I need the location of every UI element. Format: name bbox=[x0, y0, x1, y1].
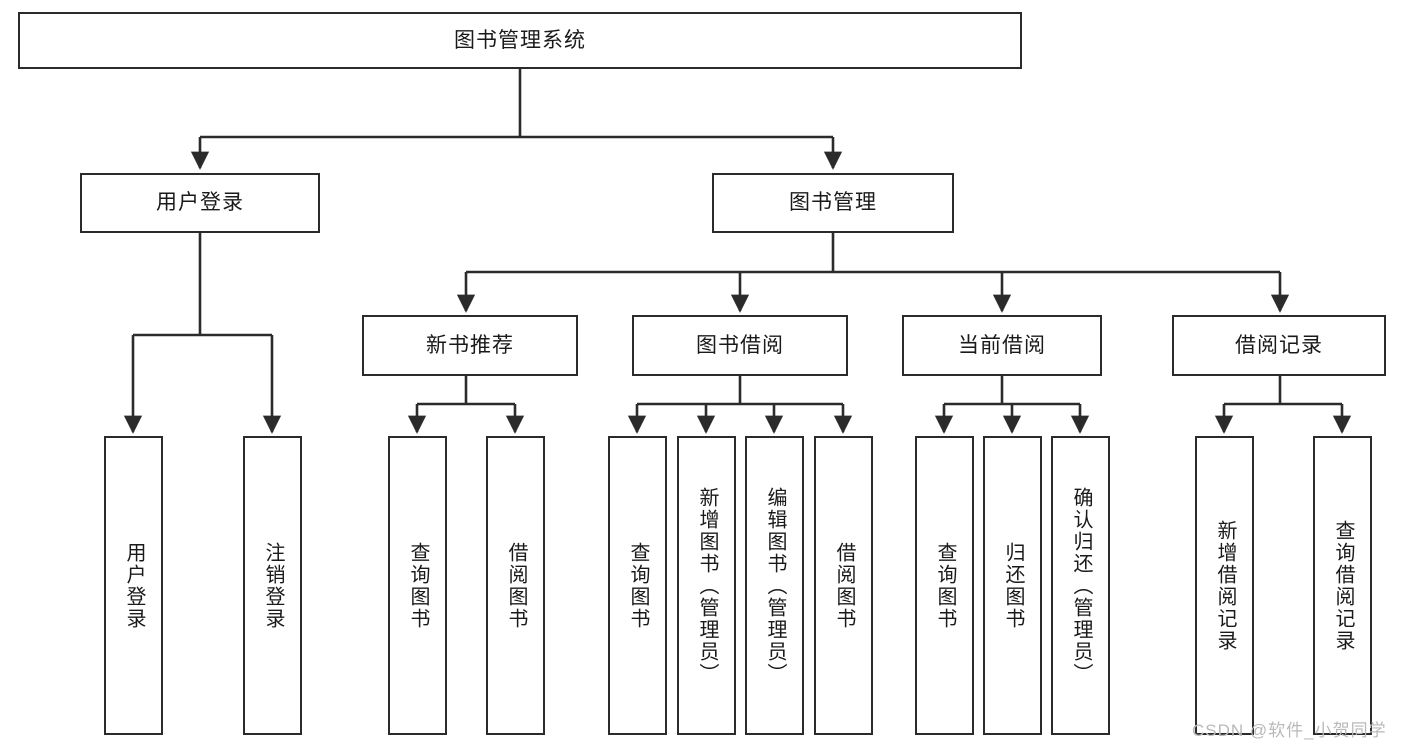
node-label: 查询图书 bbox=[934, 541, 956, 630]
node-leaf-query-book-2[interactable]: 查询图书 bbox=[608, 436, 667, 735]
node-label: 图书借阅 bbox=[696, 333, 784, 357]
node-label: 用户登录 bbox=[156, 191, 244, 215]
node-leaf-logout-login[interactable]: 注销登录 bbox=[243, 436, 302, 735]
node-borrow-record[interactable]: 借阅记录 bbox=[1172, 315, 1386, 376]
node-leaf-edit-book-admin[interactable]: 编辑图书（管理员） bbox=[745, 436, 804, 735]
node-leaf-confirm-return-admin[interactable]: 确认归还（管理员） bbox=[1051, 436, 1110, 735]
watermark-text: CSDN @软件_小贺同学 bbox=[1192, 721, 1387, 740]
node-book-management-system[interactable]: 图书管理系统 bbox=[18, 12, 1022, 69]
node-leaf-borrow-book-1[interactable]: 借阅图书 bbox=[486, 436, 545, 735]
node-leaf-add-borrow-record[interactable]: 新增借阅记录 bbox=[1195, 436, 1254, 735]
node-label: 新增借阅记录 bbox=[1214, 519, 1236, 652]
node-label: 注销登录 bbox=[262, 541, 284, 630]
node-leaf-query-book-3[interactable]: 查询图书 bbox=[915, 436, 974, 735]
node-label: 当前借阅 bbox=[958, 333, 1046, 357]
node-label: 确认归还（管理员） bbox=[1070, 486, 1092, 685]
node-leaf-user-login[interactable]: 用户登录 bbox=[104, 436, 163, 735]
node-leaf-add-book-admin[interactable]: 新增图书（管理员） bbox=[677, 436, 736, 735]
node-new-book-recommend[interactable]: 新书推荐 bbox=[362, 315, 578, 376]
node-leaf-query-book-1[interactable]: 查询图书 bbox=[388, 436, 447, 735]
node-label: 编辑图书（管理员） bbox=[764, 486, 786, 685]
node-label: 用户登录 bbox=[123, 541, 145, 630]
node-leaf-return-book[interactable]: 归还图书 bbox=[983, 436, 1042, 735]
node-label: 图书管理系统 bbox=[454, 28, 586, 52]
node-book-manage[interactable]: 图书管理 bbox=[712, 173, 954, 233]
node-label: 借阅图书 bbox=[505, 541, 527, 630]
node-book-borrow[interactable]: 图书借阅 bbox=[632, 315, 848, 376]
node-leaf-borrow-book-2[interactable]: 借阅图书 bbox=[814, 436, 873, 735]
node-label: 查询借阅记录 bbox=[1332, 519, 1354, 652]
node-current-borrow[interactable]: 当前借阅 bbox=[902, 315, 1102, 376]
node-label: 查询图书 bbox=[407, 541, 429, 630]
node-label: 新增图书（管理员） bbox=[696, 486, 718, 685]
node-leaf-query-borrow-record[interactable]: 查询借阅记录 bbox=[1313, 436, 1372, 735]
node-label: 查询图书 bbox=[627, 541, 649, 630]
node-label: 新书推荐 bbox=[426, 333, 514, 357]
node-label: 借阅记录 bbox=[1235, 333, 1323, 357]
node-label: 归还图书 bbox=[1002, 541, 1024, 630]
node-label: 图书管理 bbox=[789, 191, 877, 215]
node-user-login[interactable]: 用户登录 bbox=[80, 173, 320, 233]
node-label: 借阅图书 bbox=[833, 541, 855, 630]
